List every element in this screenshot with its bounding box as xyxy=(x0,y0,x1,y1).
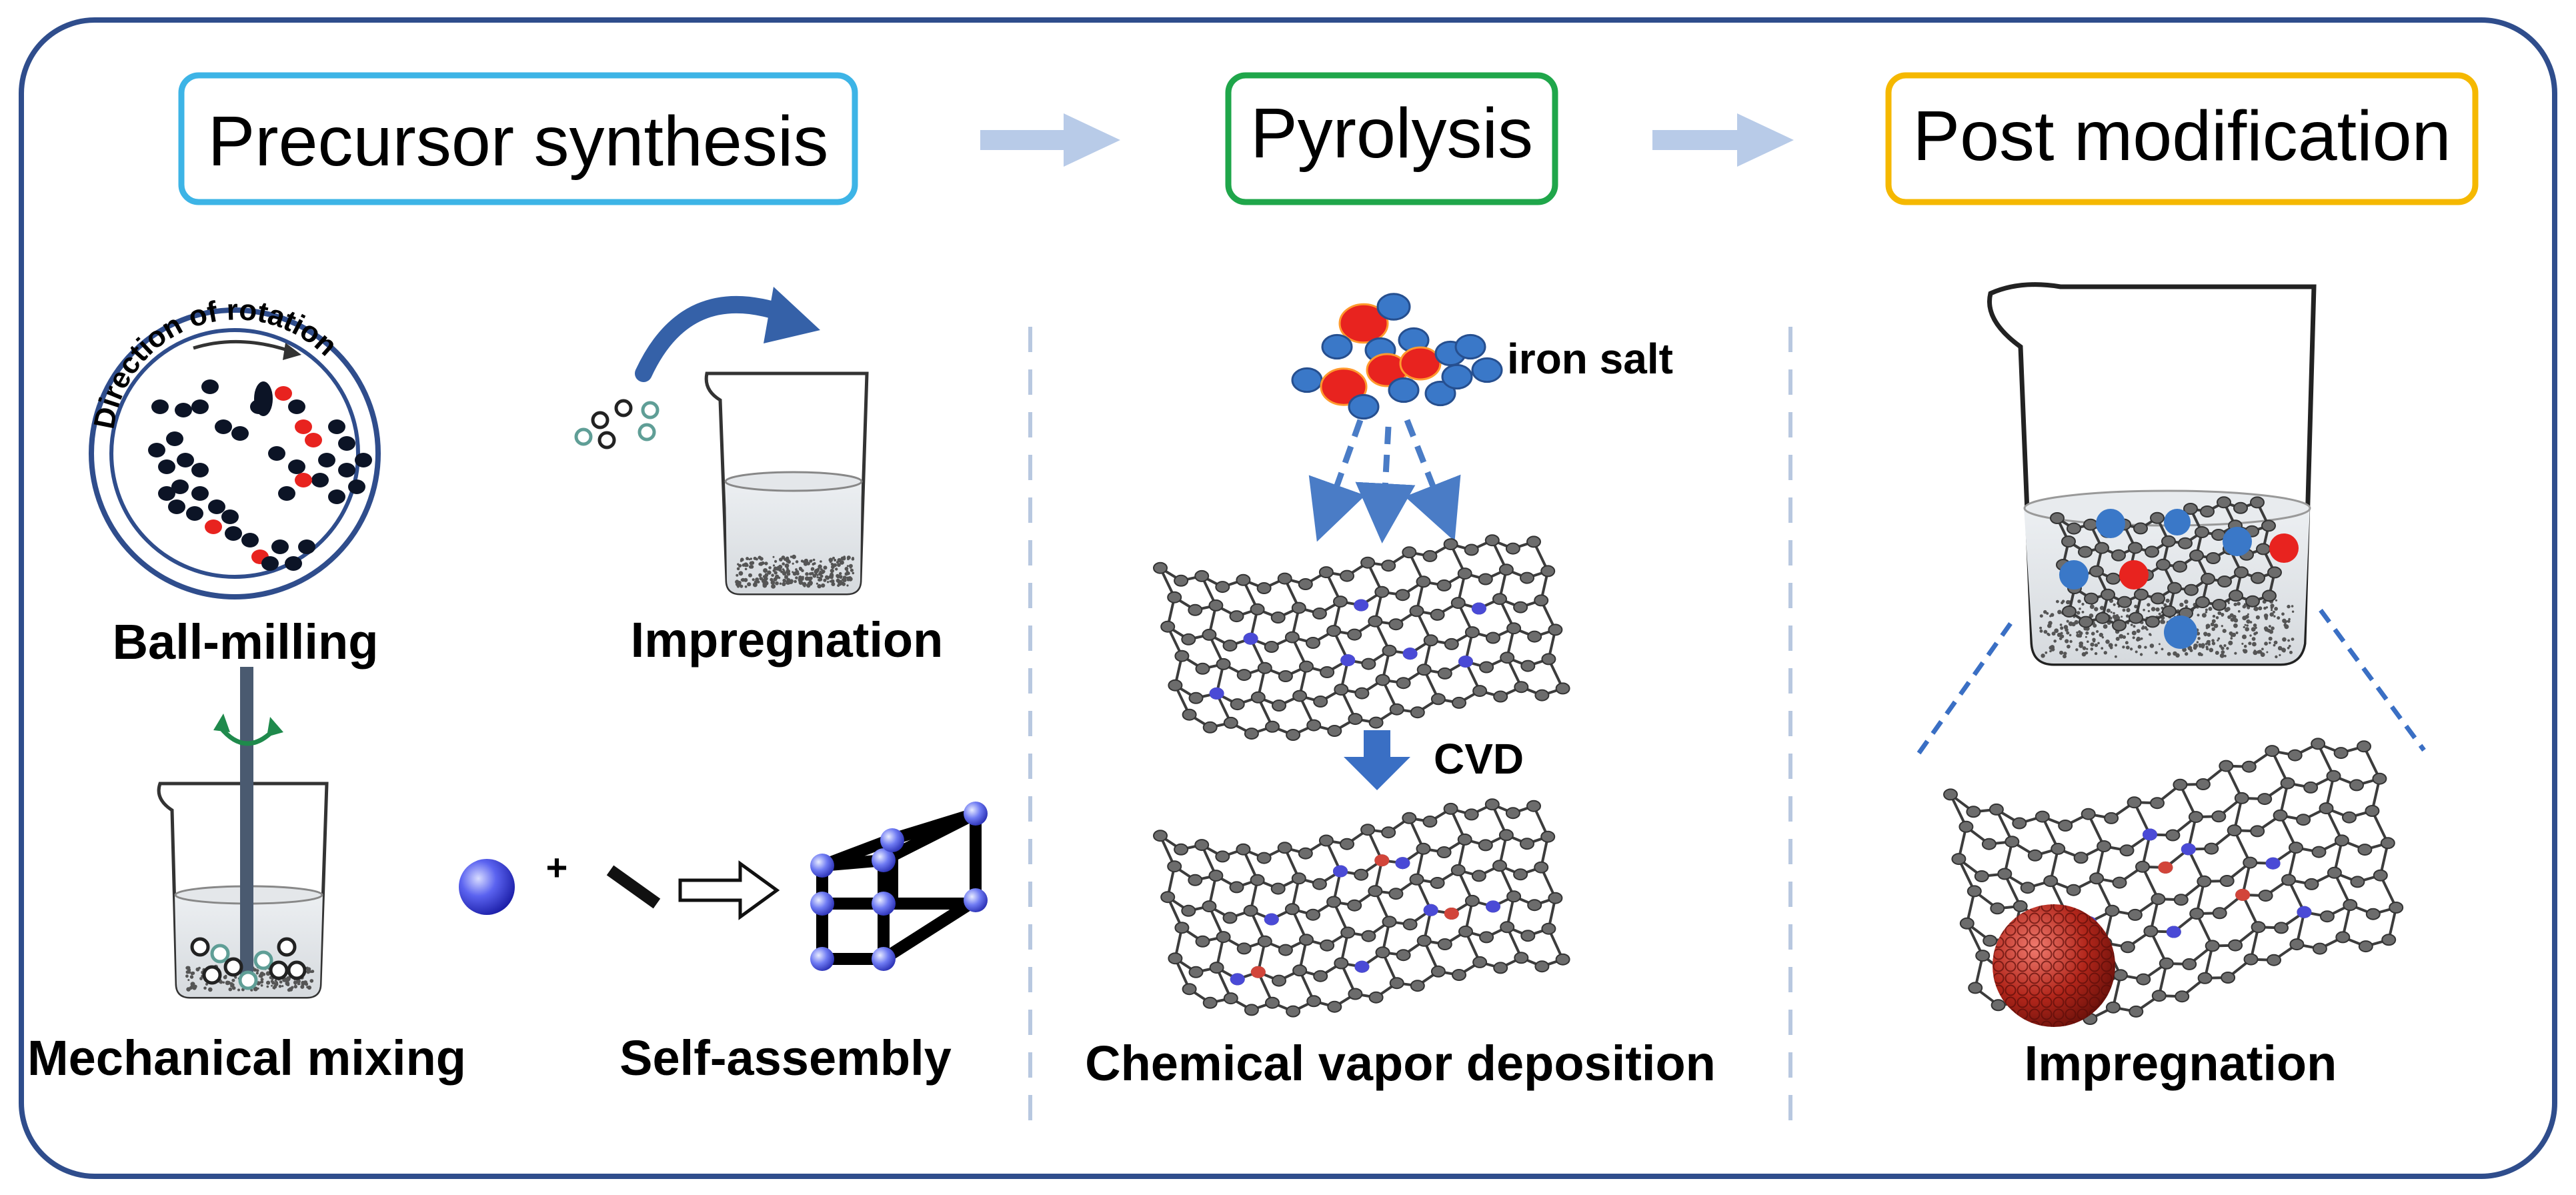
impregnation-precursor-label: Impregnation xyxy=(631,612,944,668)
modified-carbon-sheet xyxy=(1943,738,2404,1025)
stage-pyrolysis-header: Pyrolysis xyxy=(1225,72,1558,205)
ball-milling-label: Ball-milling xyxy=(113,614,379,670)
post-impregnation-label: Impregnation xyxy=(2025,1036,2337,1091)
mixing-balls xyxy=(190,937,307,990)
stage-title-post: Post modification xyxy=(1912,97,2451,175)
sediment xyxy=(735,554,855,589)
milling-balls xyxy=(148,379,372,571)
impregnation-beaker-small xyxy=(574,287,869,595)
stage-title-precursor: Precursor synthesis xyxy=(208,102,829,181)
precursor-particles xyxy=(574,399,660,449)
stirrer-rod xyxy=(240,667,253,984)
flow-arrow-1 xyxy=(980,113,1120,167)
rotation-arrow-icon xyxy=(193,339,294,354)
deposition-arrows xyxy=(1308,419,1461,543)
self-assembly-scheme: + xyxy=(459,802,988,971)
nitrogen-doped-carbon-sheet xyxy=(1153,534,1570,741)
linker-stick xyxy=(606,865,661,909)
iron-nanoparticle xyxy=(1993,904,2115,1027)
stage-box-pyrolysis xyxy=(1225,72,1558,205)
pour-arrow-icon xyxy=(635,295,792,382)
zoom-line-left xyxy=(1912,622,2013,762)
metal-ion-sphere xyxy=(459,859,515,915)
stage-box-precursor xyxy=(178,72,858,205)
iron-salt-label: iron salt xyxy=(1507,335,1673,383)
self-assembly-label: Self-assembly xyxy=(619,1030,952,1086)
mechanical-mixing-label: Mechanical mixing xyxy=(27,1030,466,1086)
outer-frame xyxy=(19,17,2557,1179)
hollow-arrow-icon xyxy=(678,860,780,920)
stage-title-pyrolysis: Pyrolysis xyxy=(1250,94,1533,173)
mechanical-mixing-beaker xyxy=(157,667,329,999)
flow-arrow-2 xyxy=(1652,113,1794,167)
stage-post-header: Post modification xyxy=(1885,72,2479,205)
iron-salt-cluster xyxy=(1291,293,1503,420)
cvd-arrow-icon xyxy=(1344,730,1410,790)
framework-nodes xyxy=(810,802,988,971)
dispersed-particles xyxy=(2059,509,2299,649)
zoom-line-right xyxy=(2319,608,2426,752)
stage-precursor-header: Precursor synthesis xyxy=(178,72,858,205)
cvd-label: CVD xyxy=(1434,735,1524,783)
plus-sign: + xyxy=(546,846,568,888)
post-impregnation-beaker xyxy=(1987,282,2317,666)
iron-nitrogen-carbon-sheet xyxy=(1153,798,1570,1018)
stage-box-post xyxy=(1885,72,2479,205)
chemical-vapor-deposition-label: Chemical vapor deposition xyxy=(1085,1036,1716,1091)
